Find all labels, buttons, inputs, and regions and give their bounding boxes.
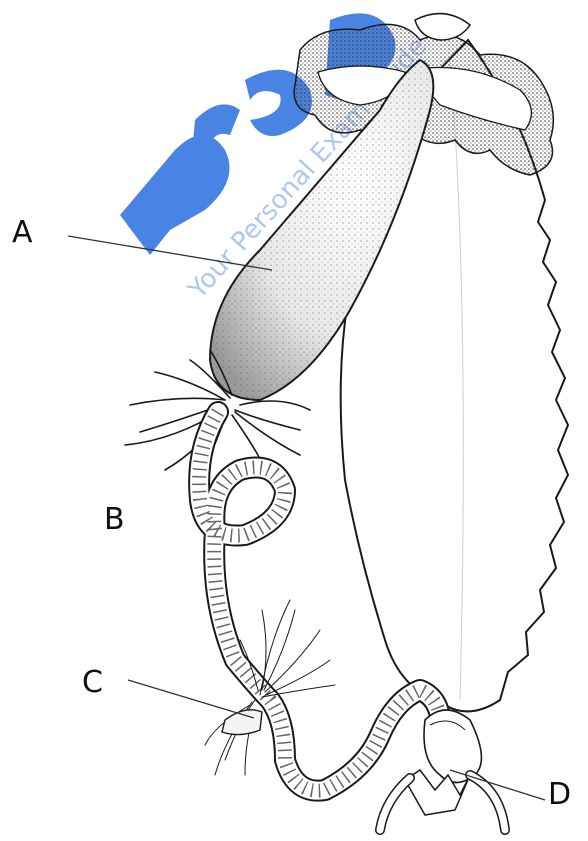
stalk-base — [380, 710, 505, 830]
label-b: B — [104, 505, 125, 535]
label-a: A — [12, 218, 33, 248]
small-host — [222, 710, 262, 735]
leader-line-c — [128, 680, 254, 718]
label-c: C — [82, 668, 103, 698]
label-d: D — [548, 780, 571, 810]
